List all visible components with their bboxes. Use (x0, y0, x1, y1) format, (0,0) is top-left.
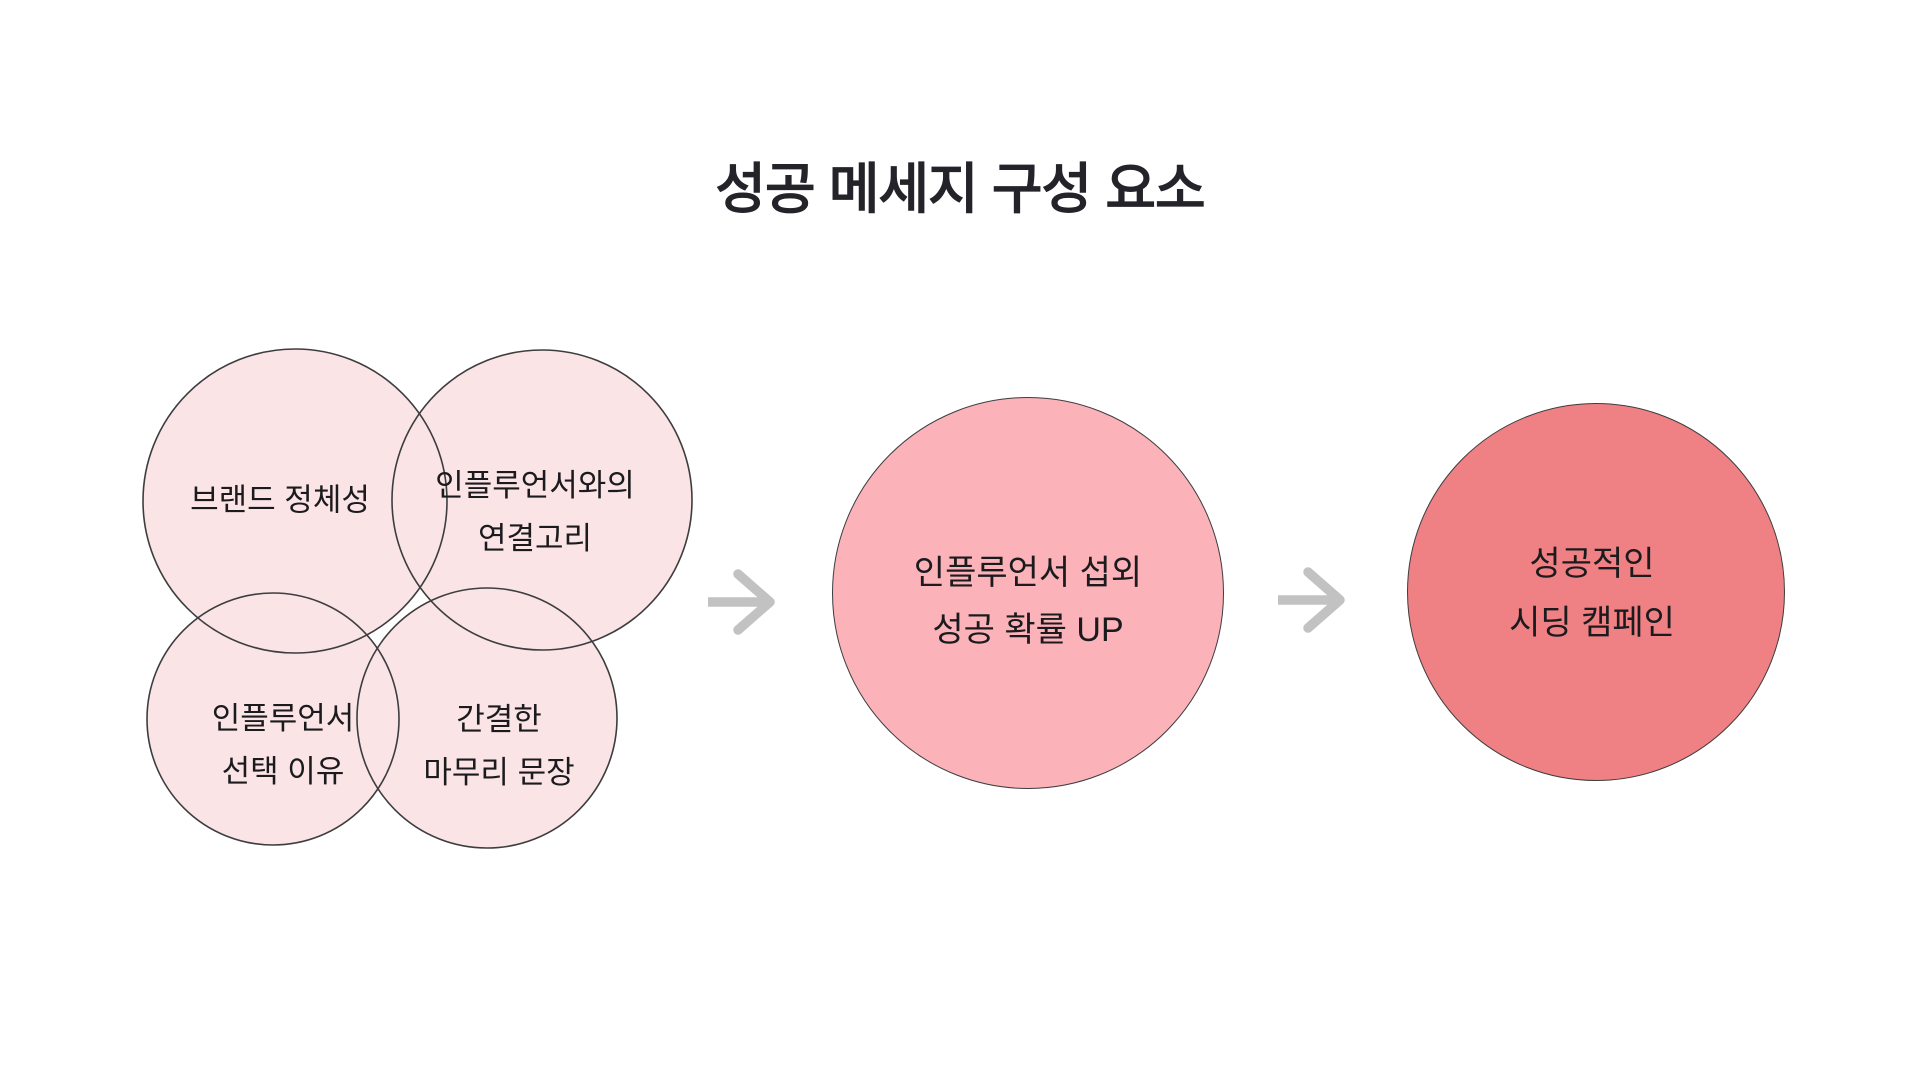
bubble-outline-brand-identity (142, 348, 448, 654)
arrow-right-icon (1278, 567, 1345, 633)
bubble-label-influencer-link: 인플루언서와의 연결고리 (435, 459, 635, 565)
component-bubbles-group (142, 348, 693, 849)
bubble-label-line: 간결한 (456, 702, 542, 737)
bubble-label-line: 브랜드 정체성 (190, 482, 370, 518)
bubble-label-line: 연결고리 (477, 521, 593, 556)
bubble-label-concise-closing: 간결한 마무리 문장 (423, 693, 574, 799)
bubble-label-line: 마무리 문장 (423, 755, 575, 790)
bubble-circle-outcome (832, 397, 1224, 789)
bubble-outline-concise-closing (356, 587, 618, 849)
bubble-circle-result (1407, 403, 1785, 781)
bubble-circle-selection-reason (147, 593, 399, 845)
bubble-label-line: 인플루언서 섭외 (913, 554, 1143, 592)
bubble-outline-influencer-link (391, 349, 693, 651)
bubble-label-line: 성공 확률 UP (932, 611, 1124, 649)
bubble-label-selection-reason: 인플루언서 선택 이유 (212, 692, 355, 798)
bubble-label-brand-identity: 브랜드 정체성 (190, 474, 370, 527)
bubble-label-line: 선택 이유 (221, 754, 345, 789)
bubble-label-result: 성공적인 시딩 캠페인 (1509, 535, 1675, 653)
bubble-label-outcome: 인플루언서 섭외 성공 확률 UP (914, 545, 1142, 659)
bubble-label-line: 인플루언서와의 (435, 468, 635, 503)
bubble-outline-selection-reason (146, 592, 400, 846)
bubble-circle-influencer-link (392, 350, 692, 650)
bubble-label-line: 인플루언서 (211, 701, 355, 736)
arrow-right-icon (708, 569, 775, 635)
page-title: 성공 메세지 구성 요소 (715, 158, 1205, 220)
bubble-label-line: 성공적인 (1529, 545, 1655, 583)
bubble-circle-concise-closing (357, 588, 617, 848)
bubble-circle-brand-identity (143, 349, 447, 653)
bubble-label-line: 시딩 캠페인 (1509, 604, 1675, 642)
